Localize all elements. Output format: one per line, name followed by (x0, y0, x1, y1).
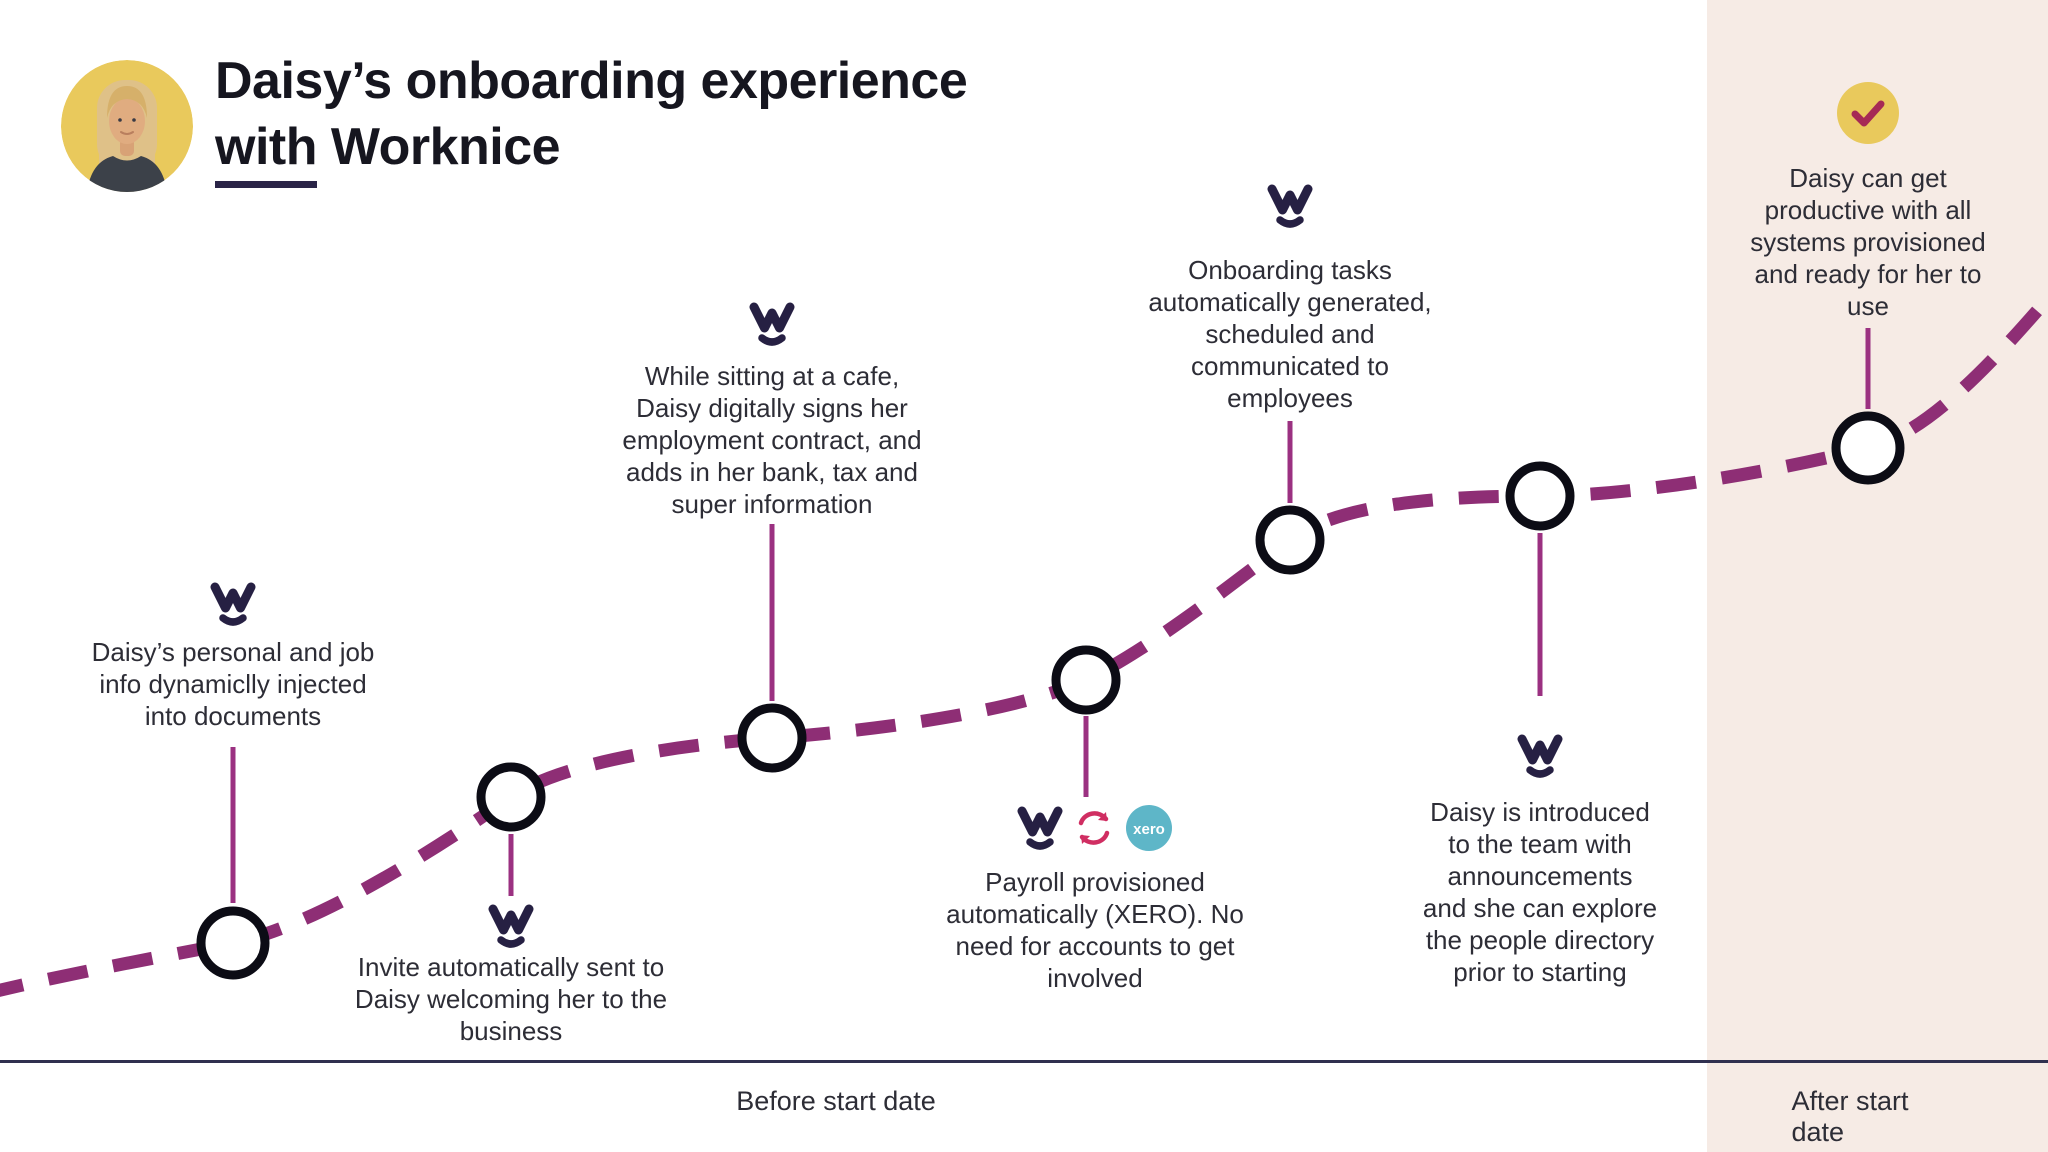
milestone-text-7: Daisy can get productive with all system… (1750, 163, 1986, 321)
worknice-logo-icon (1517, 734, 1563, 778)
milestone-node-2 (476, 762, 546, 832)
axis-label-after: After start date (1791, 1086, 1909, 1147)
title-line-2-rest: Worknice (316, 118, 561, 176)
checkmark-icon (1837, 82, 1899, 144)
integration-icon-row: xero (1017, 804, 1173, 852)
avatar (61, 60, 193, 192)
milestone-node-7 (1831, 411, 1905, 485)
milestone-node-1 (196, 906, 270, 980)
page-header: Daisy’s onboarding experience with Workn… (215, 48, 968, 188)
worknice-logo-icon (488, 904, 534, 948)
xero-logo-label: xero (1133, 821, 1165, 838)
title-underlined-word: with (215, 118, 317, 188)
milestone-node-5 (1255, 505, 1325, 575)
page-title: Daisy’s onboarding experience with Workn… (215, 48, 968, 188)
milestone-node-3 (737, 703, 807, 773)
milestone-text-1: Daisy’s personal and job info dynamiclly… (91, 637, 375, 731)
worknice-logo-icon (1267, 184, 1313, 228)
timeline-axis (0, 1060, 2048, 1063)
worknice-logo-icon (210, 582, 256, 626)
milestone-text-4: Payroll provisioned automatically (XERO)… (946, 867, 1244, 993)
title-line-2: with Worknice (215, 114, 967, 188)
milestone-node-4 (1051, 645, 1121, 715)
worknice-logo-icon (1017, 806, 1063, 850)
milestone-text-2: Invite automatically sent to Daisy welco… (354, 952, 668, 1046)
after-start-date-panel (1707, 0, 2048, 1152)
sync-arrows-icon (1078, 811, 1110, 845)
success-check (1837, 82, 1899, 149)
daisy-photo-icon (61, 60, 193, 192)
milestone-text-5: Onboarding tasks automatically generated… (1148, 255, 1432, 413)
xero-logo-icon: xero (1126, 805, 1172, 851)
axis-label-before: Before start date (736, 1086, 936, 1116)
milestone-text-3: While sitting at a cafe, Daisy digitally… (622, 361, 922, 519)
milestone-text-6: Daisy is introduced to the team with ann… (1422, 797, 1658, 987)
worknice-logo-icon (749, 302, 795, 346)
title-line-1: Daisy’s onboarding experience (215, 52, 968, 110)
milestone-node-6 (1505, 461, 1575, 531)
